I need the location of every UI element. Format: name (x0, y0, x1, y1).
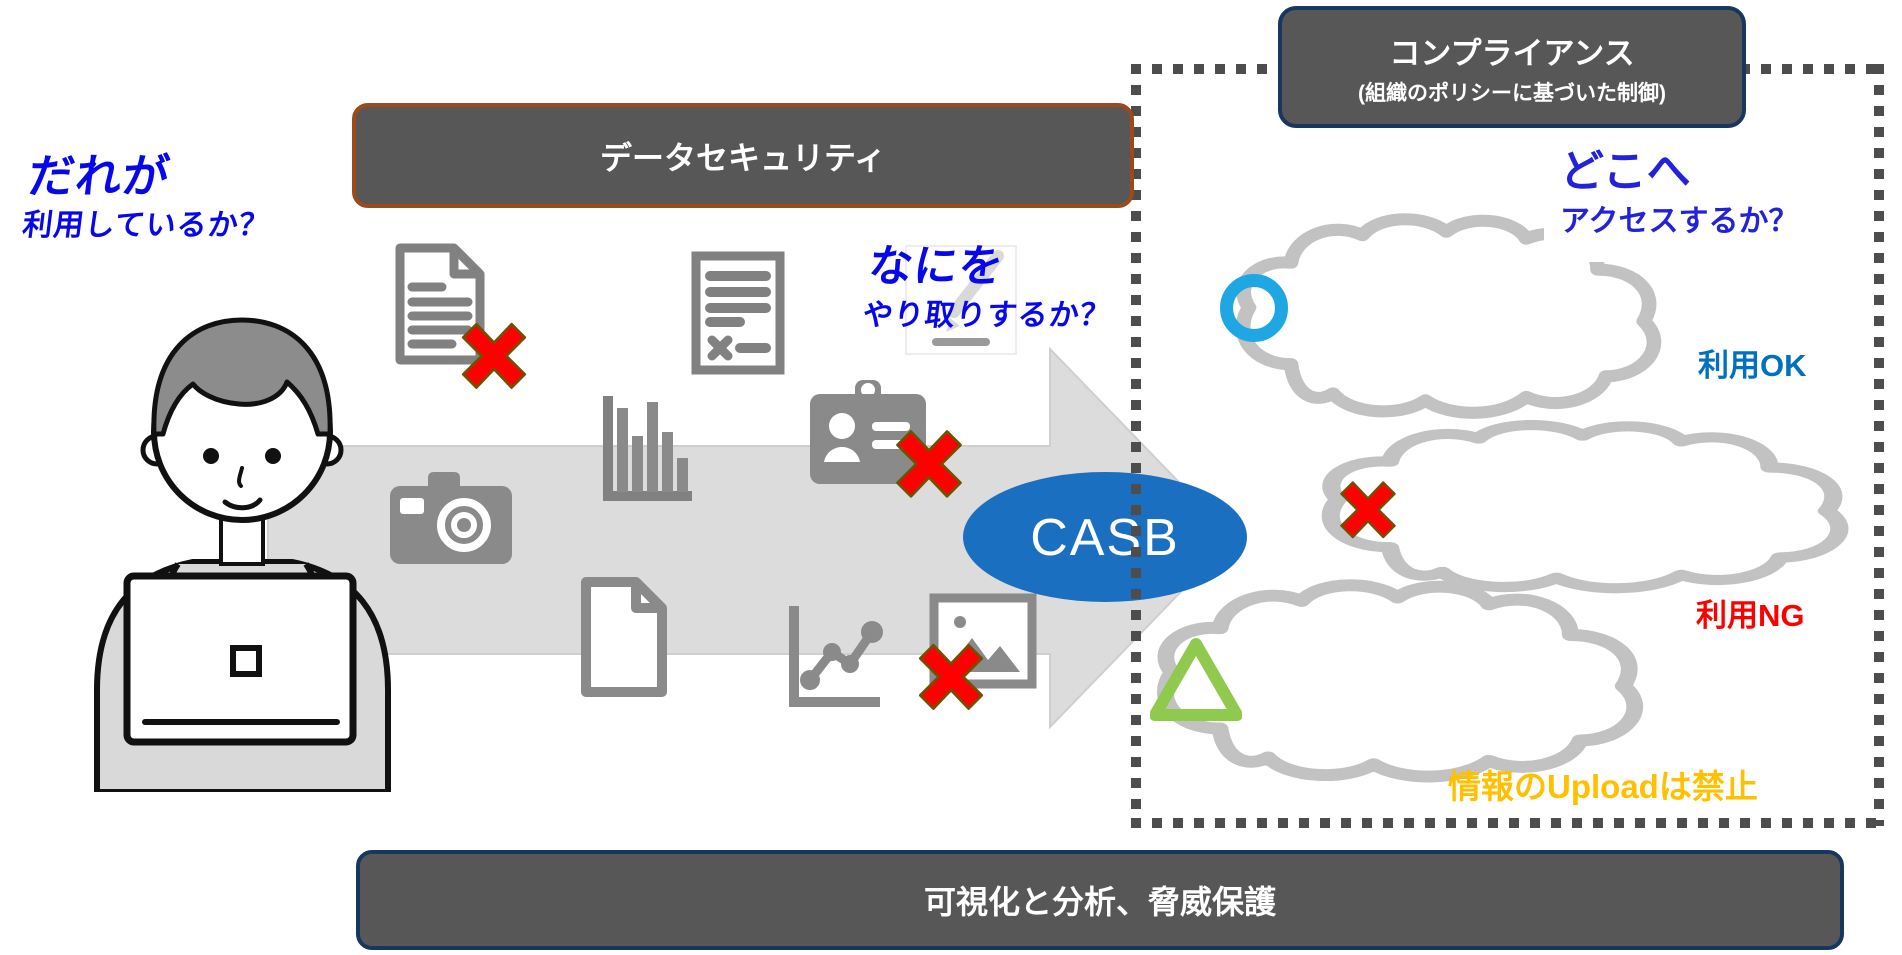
compliance-title: コンプライアンス (1389, 35, 1635, 71)
block-x-mark (1340, 481, 1396, 539)
compliance-subtitle: (組織のポリシーに基づいた制御) (1358, 81, 1666, 105)
bar-chart-icon (603, 396, 692, 501)
lined-document-icon (395, 243, 485, 365)
block-x-mark (896, 430, 962, 498)
data-security-label: データセキュリティ (599, 139, 887, 176)
block-x-mark (918, 643, 984, 710)
cloud-shape (1331, 425, 1840, 588)
who-question-sub: 利用しているか？ (20, 209, 272, 243)
who-question-main: だれが (25, 150, 173, 202)
where-question-sub: アクセスするか？ (1560, 205, 1799, 239)
compliance-border-right (1874, 64, 1884, 826)
camera-icon (390, 472, 512, 564)
image-icon (929, 593, 1037, 689)
laptop-logo (230, 645, 262, 677)
visibility-box: 可視化と分析、脅威保護 (356, 850, 1844, 950)
block-x-mark (461, 322, 527, 389)
compliance-box: コンプライアンス (組織のポリシーに基づいた制御) (1278, 6, 1746, 128)
blank-document-icon (581, 577, 667, 697)
casb-label: CASB (1030, 509, 1180, 567)
certificate-document-icon (691, 251, 785, 375)
what-question: なにを やり取りするか？ (860, 242, 1119, 334)
allow-circle-mark (1220, 274, 1288, 342)
id-badge-icon (810, 380, 926, 484)
visibility-label: 可視化と分析、脅威保護 (923, 884, 1276, 920)
usage-ok-label: 利用OK (1698, 348, 1807, 383)
what-question-main: なにを (865, 242, 1007, 291)
what-question-sub: やり取りするか？ (860, 299, 1113, 333)
where-question-box: どこへ アクセスするか？ (1544, 142, 1902, 262)
casb-ellipse: CASB (963, 472, 1247, 602)
line-chart-icon (789, 606, 883, 707)
conditional-triangle-mark (1150, 638, 1242, 721)
upload-ban-label: 情報のUploadは禁止 (1448, 768, 1758, 805)
compliance-border-left (1131, 64, 1141, 826)
hair (151, 317, 333, 437)
who-question: だれが 利用しているか？ (20, 150, 278, 244)
compliance-border-bottom (1131, 818, 1884, 828)
data-security-box: データセキュリティ (352, 103, 1134, 208)
person-with-laptop-illustration (94, 317, 391, 792)
where-question-main: どこへ (1560, 147, 1691, 196)
pen-document-icon (905, 245, 1017, 355)
usage-ng-label: 利用NG (1696, 598, 1805, 633)
